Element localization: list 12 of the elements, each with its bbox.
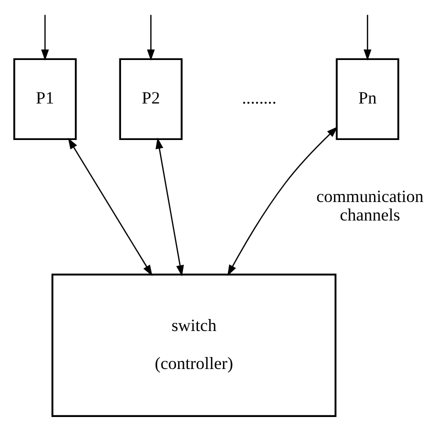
node-box: P2 bbox=[118, 58, 182, 140]
arrow bbox=[155, 137, 184, 276]
label: ........ bbox=[241, 88, 276, 108]
arrow bbox=[146, 14, 154, 60]
arrow bbox=[226, 126, 338, 276]
node-box: Pn bbox=[335, 58, 399, 140]
node-box: P1 bbox=[12, 58, 76, 140]
arrow bbox=[40, 14, 48, 60]
arrow bbox=[67, 137, 152, 276]
arrow bbox=[363, 14, 371, 60]
label: communication channels bbox=[316, 186, 424, 224]
node-box: switch (controller) bbox=[50, 273, 336, 416]
